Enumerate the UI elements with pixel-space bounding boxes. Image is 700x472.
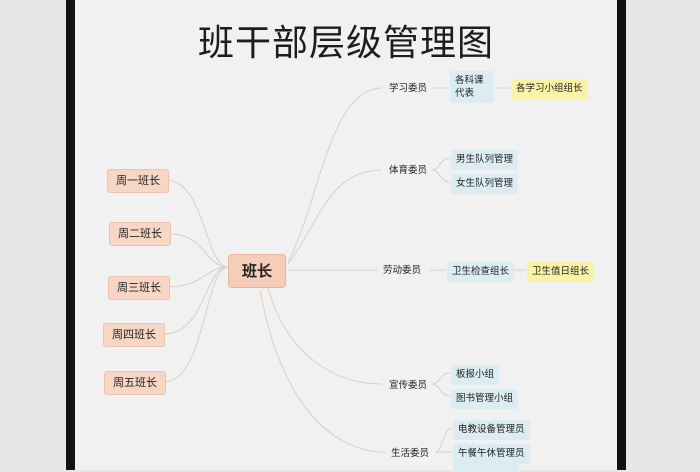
connector-line	[259, 289, 386, 453]
left-node: 周五班长	[104, 371, 166, 395]
connector-line	[434, 427, 453, 453]
leaf-node: 卫生值日组长	[527, 262, 595, 282]
child-node: 卫生检查组长	[447, 262, 515, 282]
connector-line	[267, 287, 383, 385]
center-node-monitor: 班长	[228, 254, 287, 288]
left-node: 周三班长	[108, 276, 170, 300]
child-node: 午餐午休管理员	[453, 444, 530, 464]
committee-node: 劳动委员	[383, 265, 422, 276]
connector-line	[287, 87, 383, 263]
committee-node: 学习委员	[389, 83, 428, 94]
child-node: 男生队列管理	[451, 150, 519, 170]
child-node: 图书管理小组	[451, 389, 519, 409]
connector-line	[431, 169, 451, 183]
connector-line	[165, 179, 229, 268]
left-node: 周四班长	[103, 323, 165, 347]
connector-line	[431, 383, 451, 397]
leaf-node: 各学习小组组长	[511, 79, 588, 99]
connector-line	[431, 372, 451, 385]
connector-line	[165, 266, 229, 288]
left-node: 周一班长	[107, 169, 169, 193]
child-node	[453, 464, 519, 472]
child-node: 电教设备管理员	[453, 420, 530, 440]
connector-line	[163, 266, 229, 335]
committee-node: 体育委员	[389, 165, 428, 176]
left-node: 周二班长	[109, 222, 171, 246]
connector-line	[163, 266, 229, 383]
committee-node: 生活委员	[391, 448, 430, 459]
child-node: 女生队列管理	[451, 174, 519, 194]
page-title: 班干部层级管理图	[197, 23, 494, 64]
connector-line	[431, 157, 451, 171]
committee-node: 宣传委员	[389, 380, 428, 391]
connector-line	[169, 233, 229, 268]
child-node: 板报小组	[451, 365, 500, 385]
child-node: 各科课代表	[450, 71, 494, 103]
connector-line	[287, 169, 383, 265]
